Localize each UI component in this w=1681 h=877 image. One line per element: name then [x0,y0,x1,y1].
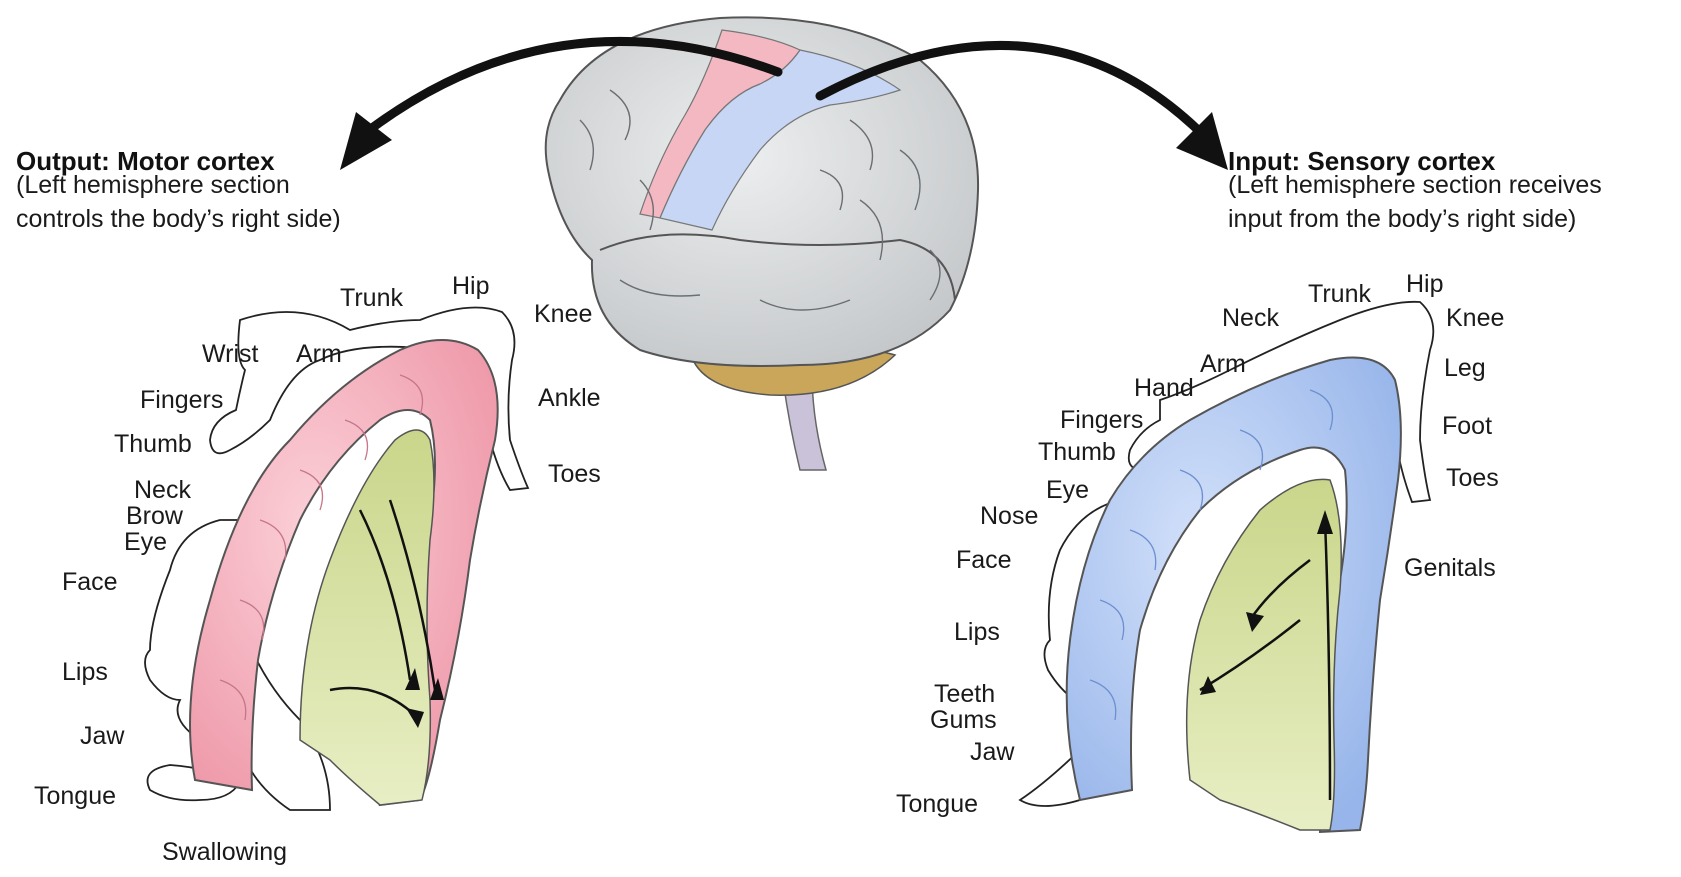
sensory-label-arm: Arm [1200,352,1246,377]
sensory-label-lips: Lips [954,620,1000,645]
motor-label-jaw: Jaw [80,724,124,749]
sensory-cortex-subtitle-line2: input from the body’s right side) [1228,202,1576,236]
motor-homunculus [145,308,528,811]
motor-label-knee: Knee [534,302,592,327]
motor-label-eye: Eye [124,530,167,555]
sensory-label-knee: Knee [1446,306,1504,331]
motor-label-neck: Neck [134,478,191,503]
motor-label-fingers: Fingers [140,388,223,413]
sensory-label-leg: Leg [1444,356,1486,381]
motor-cortex-subtitle-line2: controls the body’s right side) [16,202,341,236]
sensory-label-toes: Toes [1446,466,1499,491]
motor-label-thumb: Thumb [114,432,192,457]
sensory-label-teeth: Teeth [934,682,995,707]
sensory-label-neck: Neck [1222,306,1279,331]
motor-label-trunk: Trunk [340,286,403,311]
motor-label-hip: Hip [452,274,490,299]
sensory-label-hand: Hand [1134,376,1194,401]
sensory-label-face: Face [956,548,1012,573]
sensory-label-tongue: Tongue [896,792,978,817]
brain-illustration [546,17,978,470]
motor-label-lips: Lips [62,660,108,685]
sensory-label-jaw: Jaw [970,740,1014,765]
sensory-label-nose: Nose [980,504,1038,529]
sensory-label-trunk: Trunk [1308,282,1371,307]
sensory-label-thumb: Thumb [1038,440,1116,465]
sensory-label-gums: Gums [930,708,997,733]
motor-label-toes: Toes [548,462,601,487]
motor-label-tongue: Tongue [34,784,116,809]
motor-cortex-subtitle-line1: (Left hemisphere section [16,168,290,202]
sensory-label-fingers: Fingers [1060,408,1143,433]
sensory-homunculus [1020,302,1433,832]
sensory-cortex-subtitle-line1: (Left hemisphere section receives [1228,168,1602,202]
motor-label-wrist: Wrist [202,342,258,367]
sensory-label-hip: Hip [1406,272,1444,297]
motor-label-brow: Brow [126,504,183,529]
motor-label-ankle: Ankle [538,386,601,411]
motor-label-face: Face [62,570,118,595]
motor-label-swallowing: Swallowing [162,840,287,865]
sensory-label-eye: Eye [1046,478,1089,503]
motor-label-arm: Arm [296,342,342,367]
sensory-label-genitals: Genitals [1404,556,1496,581]
sensory-label-foot: Foot [1442,414,1492,439]
